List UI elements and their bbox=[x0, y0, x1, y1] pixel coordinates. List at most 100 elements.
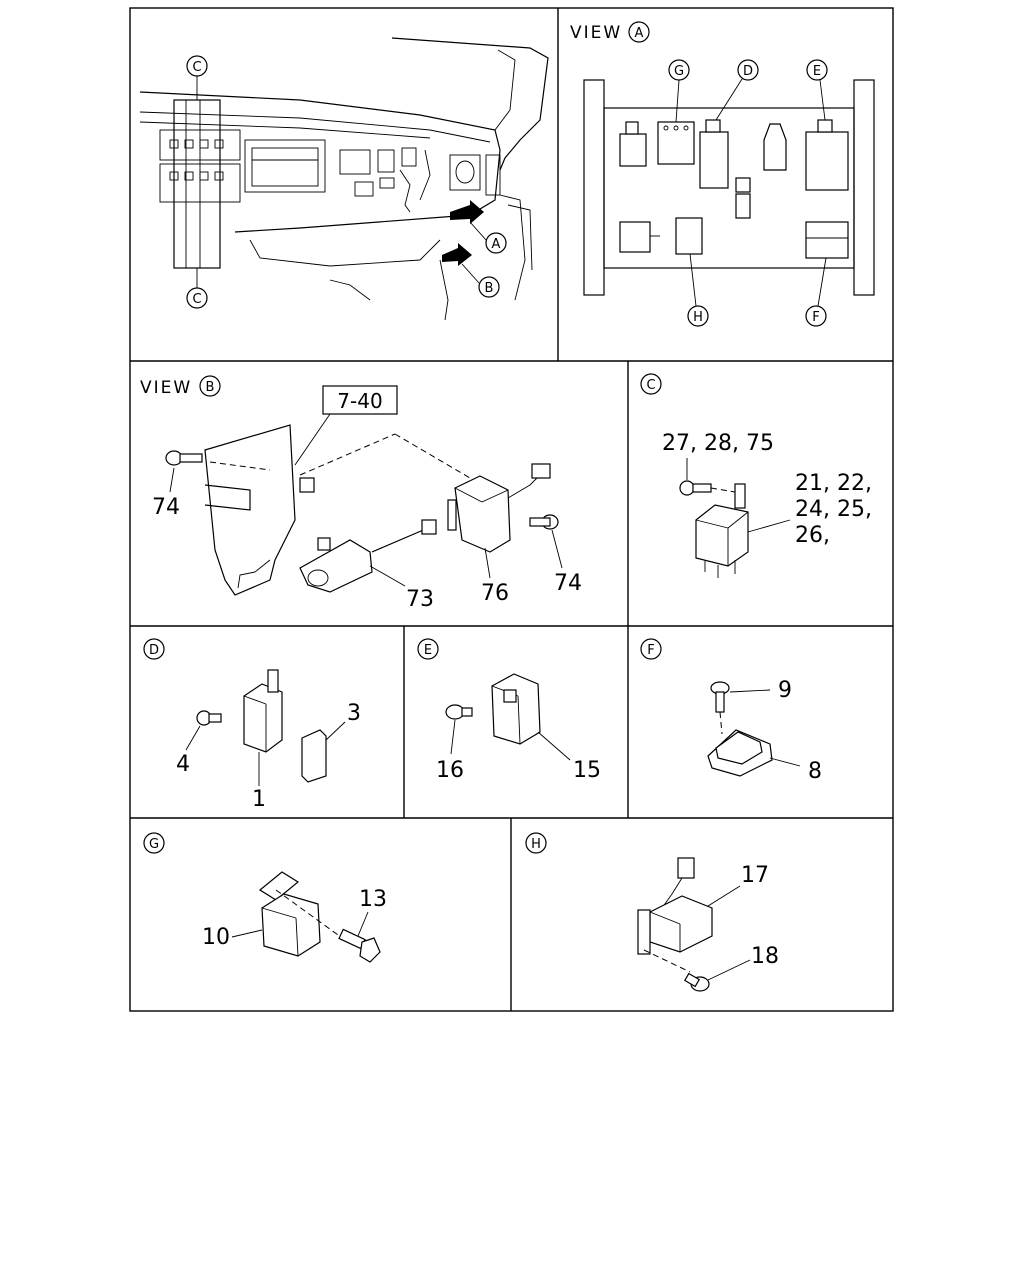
view-a-callout-d: D bbox=[743, 64, 753, 79]
assembly-line-f bbox=[719, 711, 723, 735]
panel-h-circle bbox=[525, 832, 547, 854]
panel-d-letter: D bbox=[149, 643, 159, 658]
label-76: 76 bbox=[481, 581, 509, 606]
screw-c-head bbox=[679, 480, 695, 496]
dash-top bbox=[139, 91, 501, 233]
relay-1-body bbox=[243, 683, 283, 753]
fuse-slot-5 bbox=[169, 171, 179, 181]
leader-3 bbox=[325, 721, 346, 741]
screw-18-shank bbox=[683, 972, 701, 988]
relay-e-tab bbox=[817, 119, 833, 133]
relay-box-4 bbox=[354, 181, 374, 197]
relay-box-1 bbox=[339, 149, 371, 175]
part-3-pad bbox=[301, 729, 327, 783]
label-10: 10 bbox=[202, 925, 230, 950]
panel-h-letter: H bbox=[531, 837, 541, 852]
leader-74-right bbox=[551, 529, 563, 569]
relay-box-2 bbox=[377, 149, 395, 173]
view-a-circle-d bbox=[737, 59, 759, 81]
bolt-16-shank bbox=[461, 707, 473, 717]
leader-74-left bbox=[169, 467, 175, 493]
leader-b bbox=[461, 263, 480, 284]
leader-f bbox=[817, 257, 827, 307]
fuse-row-bottom bbox=[159, 163, 241, 203]
screw-4-shank bbox=[208, 713, 222, 723]
relay-17-bracket bbox=[637, 909, 651, 955]
bracket-strap bbox=[204, 484, 251, 511]
leader-76 bbox=[484, 547, 491, 579]
cluster-outer bbox=[244, 139, 326, 193]
leader-13 bbox=[357, 911, 369, 937]
panel-frames bbox=[129, 7, 894, 1012]
callout-circle-b bbox=[478, 276, 500, 298]
leader-d bbox=[715, 78, 743, 121]
relay-17-connector bbox=[677, 857, 695, 879]
relay-c-edge-2 bbox=[727, 511, 749, 529]
cluster-inner bbox=[251, 147, 319, 187]
relay-1-edge bbox=[243, 695, 267, 705]
relay-10-edge bbox=[261, 907, 297, 919]
leader-c-relay bbox=[747, 519, 791, 533]
fuse-slot-1 bbox=[169, 139, 179, 149]
dash-top-3 bbox=[139, 121, 431, 139]
dash-top-2 bbox=[139, 111, 491, 143]
relay-box-3 bbox=[401, 147, 417, 167]
assembly-line-c bbox=[710, 487, 736, 493]
relay-15-socket bbox=[503, 689, 517, 703]
fuse-slot-3 bbox=[199, 139, 209, 149]
pillar-line bbox=[494, 49, 516, 131]
left-rail bbox=[583, 79, 605, 296]
label-4: 4 bbox=[176, 752, 190, 777]
label-73: 73 bbox=[406, 587, 434, 612]
relay-small-3-body bbox=[735, 193, 751, 219]
label-8: 8 bbox=[808, 759, 822, 784]
view-a-title-circle bbox=[628, 21, 650, 43]
label-15: 15 bbox=[573, 758, 601, 783]
view-b-title-word: VIEW bbox=[140, 378, 192, 398]
label-74-right: 74 bbox=[554, 571, 582, 596]
view-a-title-letter: A bbox=[635, 26, 644, 41]
leader-16 bbox=[450, 719, 456, 755]
leader-8 bbox=[769, 757, 801, 767]
panel-d-circle bbox=[143, 638, 165, 660]
part-76-edge-2 bbox=[481, 489, 509, 503]
label-17: 17 bbox=[741, 863, 769, 888]
screw-c-shank bbox=[692, 483, 712, 493]
mount-plate bbox=[603, 107, 855, 269]
label-c-line1: 21, 22, bbox=[795, 471, 872, 496]
panel-g-circle bbox=[143, 832, 165, 854]
panel-e-letter: E bbox=[424, 643, 432, 658]
relay-g-pin-2 bbox=[673, 125, 679, 131]
leader-9 bbox=[729, 689, 771, 693]
bolt-74-right-shank bbox=[529, 517, 551, 527]
nut-clip bbox=[317, 537, 331, 551]
panel-g-letter: G bbox=[149, 837, 159, 852]
part-8-top bbox=[715, 731, 763, 765]
relay-d-tab bbox=[705, 119, 721, 133]
panel-g: G 10 13 bbox=[143, 832, 387, 963]
callout-a: A bbox=[492, 237, 501, 252]
assembly-line-h bbox=[643, 949, 691, 973]
leader-h bbox=[689, 253, 697, 307]
overview-panel: C C A B bbox=[139, 37, 549, 321]
panel-c: C 27, 28, 75 21, 22, 24, 25, 26, bbox=[640, 373, 872, 578]
panel-f: F 9 8 bbox=[640, 638, 822, 784]
fuse-row-top bbox=[159, 129, 241, 161]
leader-73 bbox=[369, 565, 406, 587]
part-73-end bbox=[307, 569, 329, 587]
relay-10-body bbox=[261, 893, 321, 957]
side-vent bbox=[485, 154, 501, 196]
right-rail bbox=[853, 79, 875, 296]
switch-knob bbox=[455, 160, 475, 184]
bolt-74-left-shank bbox=[179, 453, 203, 463]
lower-dash bbox=[249, 239, 441, 267]
leader-g bbox=[675, 79, 680, 123]
callout-circle-a bbox=[485, 232, 507, 254]
relay-d bbox=[699, 131, 729, 189]
part-73-nut bbox=[421, 519, 437, 535]
relay-left-low bbox=[619, 221, 651, 253]
relay-17-wire bbox=[661, 877, 683, 909]
assembly-line-1 bbox=[299, 433, 396, 476]
relay-10-edge-2 bbox=[295, 917, 299, 957]
view-a-callout-e: E bbox=[813, 64, 821, 79]
